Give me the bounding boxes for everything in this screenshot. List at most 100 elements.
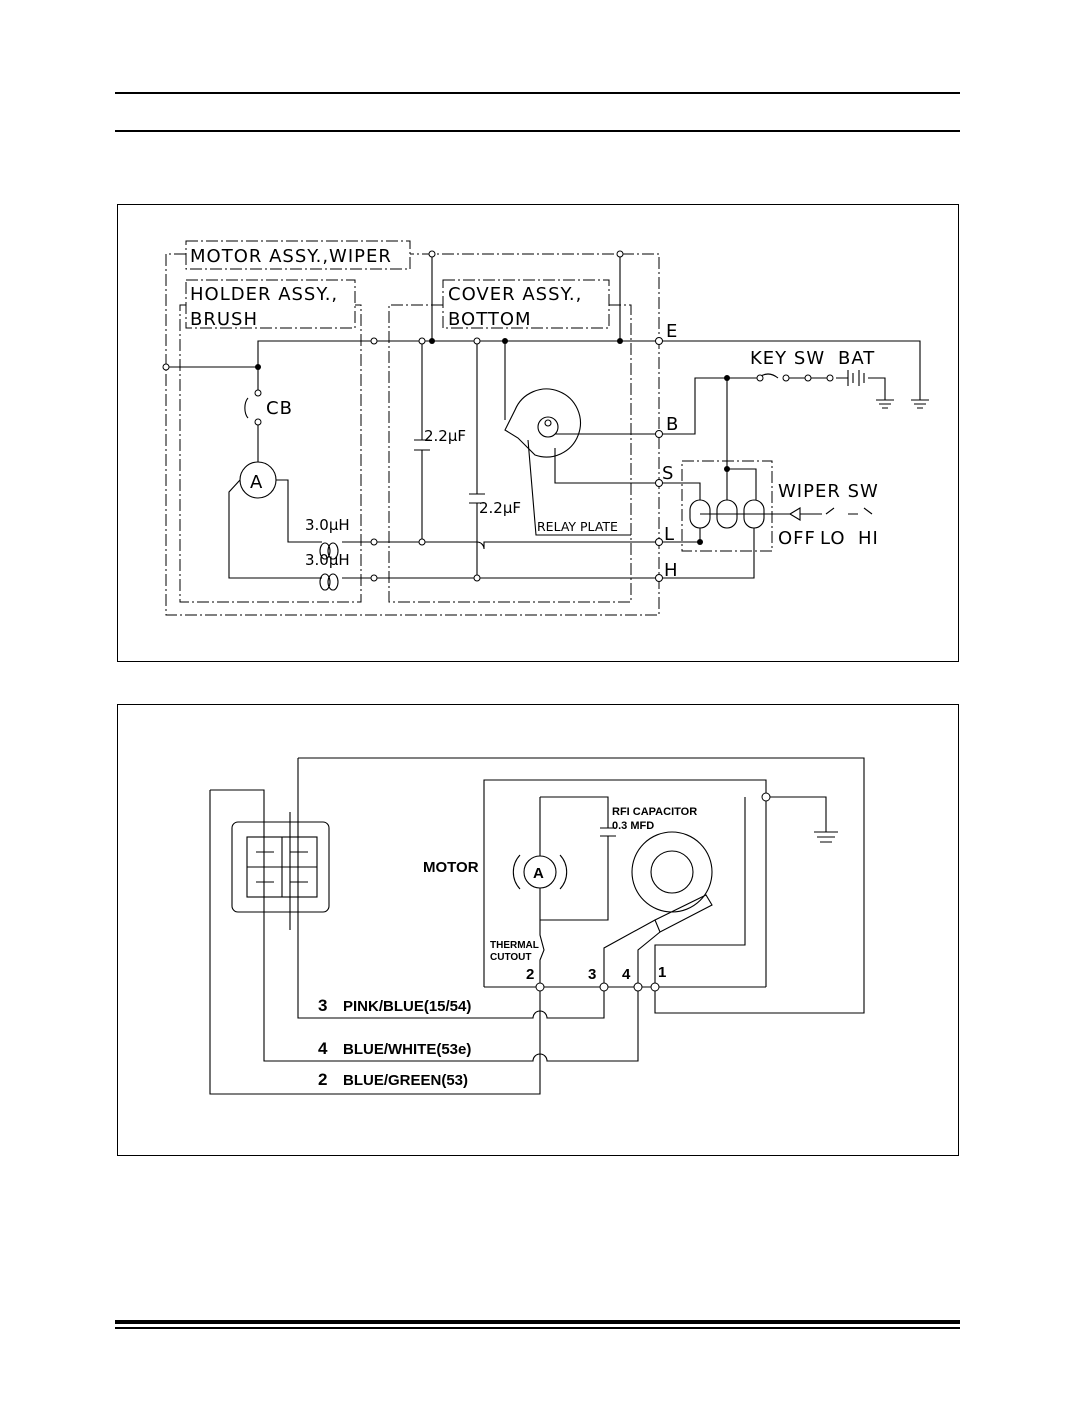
- connector-pins: [256, 851, 308, 883]
- pin-2-terminal: [535, 982, 545, 992]
- terminal-ring: [756, 374, 764, 382]
- junction-dot: [724, 466, 730, 472]
- relay-plate-lead: [527, 439, 631, 536]
- motor-assy-label: MOTOR ASSY.,WIPER: [190, 246, 392, 267]
- armature-leads: [228, 479, 308, 579]
- capacitor-2-label: 2.2μF: [479, 499, 521, 517]
- terminal-ring: [473, 574, 481, 582]
- terminal-h: [655, 574, 663, 582]
- terminal-ring: [782, 374, 790, 382]
- pin-1-label: 1: [658, 964, 666, 981]
- junction-dot: [429, 338, 435, 344]
- terminal-s: [655, 479, 663, 487]
- terminal-ring: [826, 374, 834, 382]
- motor-label: MOTOR: [423, 859, 479, 876]
- terminal-l-label: L: [664, 524, 675, 545]
- thermal-label-1: THERMAL: [490, 940, 539, 951]
- cb-label: CB: [266, 398, 293, 419]
- cam-pivot: [544, 419, 552, 427]
- terminal-ring: [428, 250, 436, 258]
- armature-label-2: A: [533, 865, 544, 882]
- pin-4-terminal: [633, 982, 643, 992]
- frame-ground: [911, 399, 929, 409]
- capacitor-1-label: 2.2μF: [424, 427, 466, 445]
- armature-circle-2: [523, 855, 557, 889]
- battery-wire: [659, 377, 886, 435]
- relay-leads: [603, 797, 746, 987]
- cover-assy-label-box: [442, 279, 610, 329]
- junction-dot: [697, 539, 703, 545]
- cam-center: [537, 416, 559, 438]
- wire-3-label: PINK/BLUE(15/54): [343, 998, 471, 1015]
- case-ground-terminal: [761, 792, 771, 802]
- header-rule-bottom: [115, 130, 960, 132]
- wiper-motor-schematic: MOTOR ASSY.,WIPER HOLDER ASSY., BRUSH CO…: [162, 240, 929, 616]
- connector-body: [231, 821, 330, 913]
- inductor-1-label: 3.0μH: [305, 516, 350, 534]
- s-wire: [554, 448, 659, 484]
- cover-assy-label-2: BOTTOM: [448, 309, 532, 330]
- terminal-b: [655, 430, 663, 438]
- circuit-breaker: [244, 397, 249, 419]
- terminal-ring: [418, 538, 426, 546]
- relay-plate-label: RELAY PLATE: [537, 519, 618, 534]
- armature-label: A: [250, 472, 263, 493]
- pin-4-label: 4: [622, 966, 631, 983]
- wire-pin1-loop: [298, 757, 865, 1014]
- pin-3-terminal: [599, 982, 609, 992]
- wire-2-number: 2: [318, 1070, 327, 1089]
- capacitor-label-1: RFI CAPACITOR: [612, 806, 697, 818]
- ground-symbol: [814, 831, 838, 843]
- terminal-ring: [804, 374, 812, 382]
- junction-dot: [724, 375, 730, 381]
- connector-grid: [247, 837, 317, 897]
- switch-pos-off: OFF: [778, 528, 816, 549]
- case-ground-wires: [431, 255, 621, 341]
- terminal-ring: [418, 337, 426, 345]
- terminal-ring: [254, 389, 262, 397]
- terminal-e: [655, 337, 663, 345]
- terminal-b-label: B: [666, 414, 679, 435]
- switch-pos-lo: LO: [820, 528, 846, 549]
- cam-ring-inner: [650, 850, 694, 894]
- wiper-sw-lever[interactable]: [700, 507, 822, 521]
- terminal-ring: [370, 574, 378, 582]
- capacitor-1: [414, 341, 430, 542]
- wire-3-number: 3: [318, 996, 327, 1015]
- wiper-schematic-panel: [117, 204, 959, 662]
- terminal-s-label: S: [662, 463, 674, 484]
- inductor-2-coil-b: [327, 573, 339, 591]
- pin-1-terminal: [650, 982, 660, 992]
- wiper-sw-positions: [825, 507, 873, 515]
- terminal-ring: [370, 337, 378, 345]
- inductor-1-coil-b: [327, 542, 339, 560]
- motor-assy-label-box: [185, 240, 411, 270]
- footer-rule-thin: [115, 1327, 960, 1329]
- holder-assy-label-box: [185, 279, 356, 329]
- inductor-leads: [308, 541, 374, 579]
- terminal-l: [655, 538, 663, 546]
- capacitor-2: [469, 341, 485, 578]
- battery-ground: [876, 399, 894, 409]
- terminal-ring: [616, 250, 624, 258]
- holder-assy-label-2: BRUSH: [190, 309, 258, 330]
- wire-blue-green: [209, 789, 541, 1095]
- cam-ring-outer: [631, 831, 713, 913]
- battery-label: BAT: [838, 348, 875, 369]
- terminal-ring: [162, 363, 170, 371]
- wire-4-number: 4: [318, 1039, 328, 1058]
- wiring-diagram-panel: [117, 704, 959, 1156]
- armature-feed: [539, 797, 545, 987]
- wire-4-label: BLUE/WHITE(53e): [343, 1041, 471, 1058]
- junction-dot: [617, 338, 623, 344]
- inductor-2-label: 3.0μH: [305, 551, 350, 569]
- motor-case: [483, 779, 767, 987]
- terminal-h-label: H: [664, 560, 679, 581]
- terminal-ring: [370, 538, 378, 546]
- connector-wiring-diagram: MOTOR A RFI CAPACITOR 0.3 MFD THERMAL CU…: [209, 757, 865, 1095]
- junction-dot: [502, 338, 508, 344]
- rfi-capacitor: [540, 796, 616, 921]
- terminal-ring: [254, 418, 262, 426]
- switch-pos-hi: HI: [858, 528, 879, 549]
